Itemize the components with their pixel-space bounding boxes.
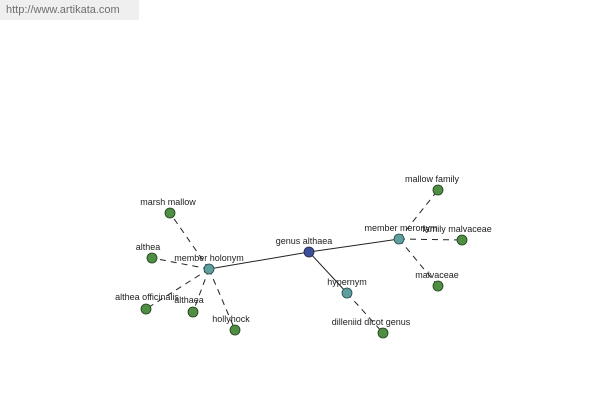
label-family-malvaceae: family malvaceae — [422, 224, 492, 234]
node-mallow-family[interactable] — [432, 184, 444, 196]
graph-labels: genus althaea member holonym member mero… — [115, 174, 492, 327]
label-member-meronym: member meronym — [364, 223, 437, 233]
edge-holonym-althea-officinalis — [145, 268, 210, 310]
node-genus-althaea[interactable] — [303, 246, 315, 258]
label-mallow-family: mallow family — [405, 174, 460, 184]
node-althea[interactable] — [146, 252, 158, 264]
label-marsh-mallow: marsh mallow — [140, 197, 196, 207]
node-member-meronym[interactable] — [393, 233, 405, 245]
label-althea-officinalis: althea officinalis — [115, 292, 179, 302]
node-malvaceae[interactable] — [432, 280, 444, 292]
edge-center-meronym — [308, 238, 400, 253]
node-dilleniid-dicot-genus[interactable] — [377, 327, 389, 339]
edge-center-holonym — [208, 251, 310, 270]
watermark-bar: http://www.artikata.com — [0, 0, 139, 20]
edge-holonym-marsh-mallow — [169, 212, 210, 270]
edge-hypernym-dilleniid — [346, 292, 384, 334]
label-genus-althaea: genus althaea — [276, 236, 333, 246]
node-hollyhock[interactable] — [229, 324, 241, 336]
node-althea-officinalis[interactable] — [140, 303, 152, 315]
label-member-holonym: member holonym — [174, 253, 244, 263]
graph-edges — [145, 189, 463, 334]
node-member-holonym[interactable] — [203, 263, 215, 275]
label-hypernym: hypernym — [327, 277, 367, 287]
label-althaea: althaea — [174, 295, 204, 305]
node-marsh-mallow[interactable] — [164, 207, 176, 219]
label-malvaceae: malvaceae — [415, 270, 459, 280]
edge-center-hypernym — [308, 251, 348, 294]
node-althaea[interactable] — [187, 306, 199, 318]
edge-holonym-hollyhock — [208, 268, 236, 331]
graph-nodes — [140, 184, 468, 339]
label-hollyhock: hollyhock — [212, 314, 250, 324]
label-althea: althea — [136, 242, 161, 252]
node-family-malvaceae[interactable] — [456, 234, 468, 246]
edge-holonym-althea — [151, 257, 210, 270]
edge-holonym-althaea — [192, 268, 210, 313]
label-dilleniid-dicot-genus: dilleniid dicot genus — [332, 317, 411, 327]
edge-meronym-family-malvaceae — [398, 238, 463, 241]
node-hypernym[interactable] — [341, 287, 353, 299]
watermark-url[interactable]: http://www.artikata.com — [6, 4, 120, 16]
